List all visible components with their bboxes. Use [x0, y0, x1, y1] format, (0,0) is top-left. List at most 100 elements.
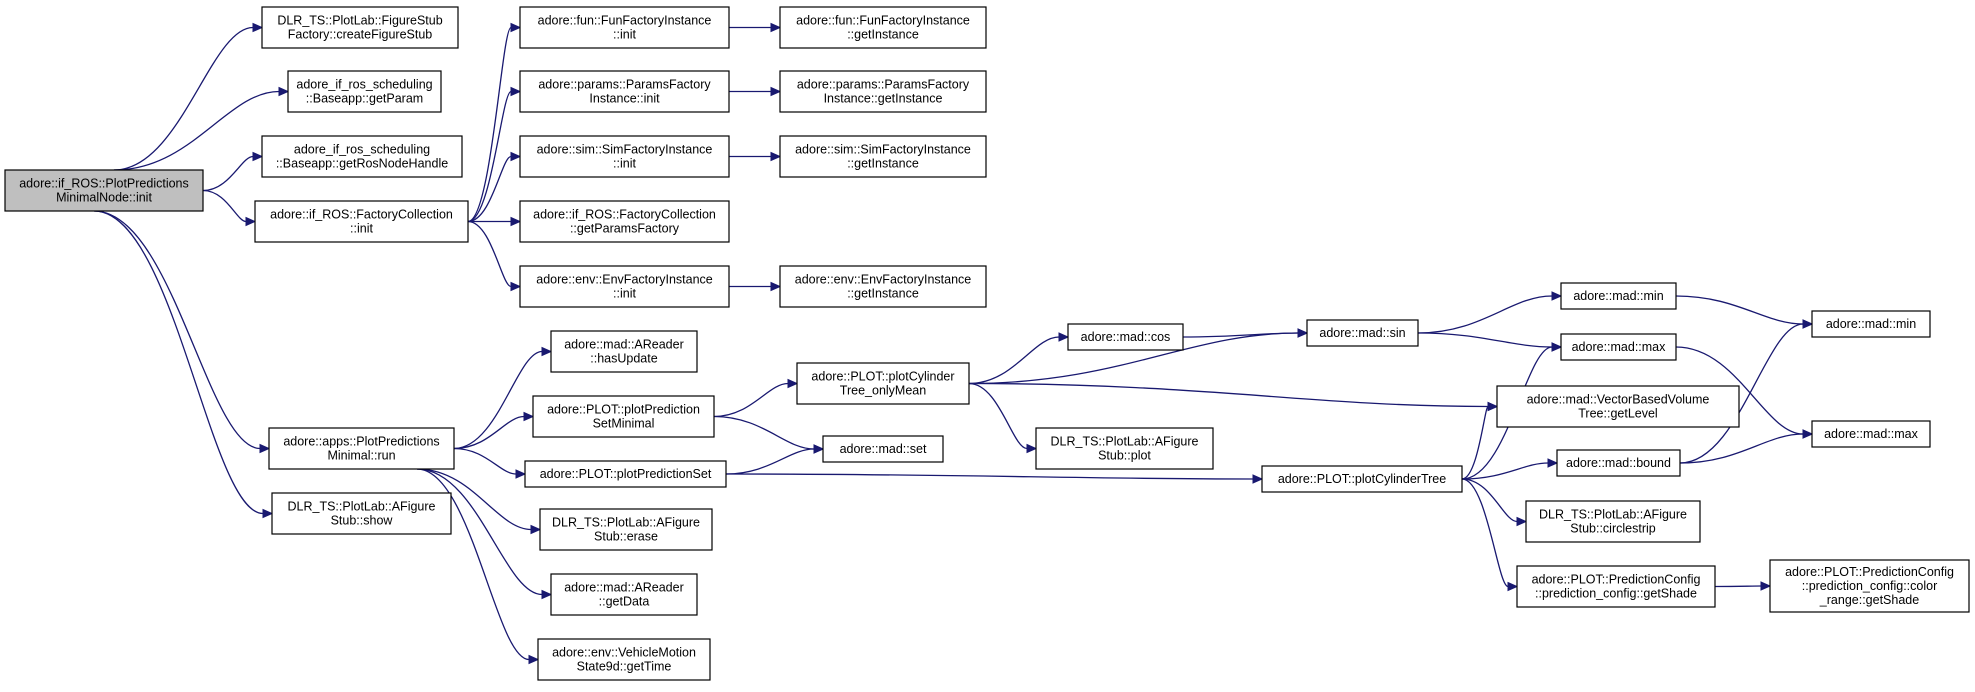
node-label: adore::mad::bound [1566, 456, 1671, 470]
function-node[interactable]: adore::mad::min [1560, 282, 1677, 310]
call-edge [729, 22, 782, 33]
node-box [532, 395, 715, 438]
edge-line [1417, 295, 1553, 334]
function-node[interactable]: adore::mad::max [1560, 333, 1677, 361]
function-node[interactable]: DLR_TS::PlotLab::AFigureStub::circlestri… [1525, 500, 1701, 543]
node-box [1496, 385, 1740, 428]
function-node[interactable]: adore::if_ROS::FactoryCollection::init [254, 200, 469, 243]
function-node[interactable]: adore::PLOT::plotCylinderTree_onlyMean [796, 362, 970, 405]
node-label: adore::mad::min [1826, 317, 1916, 331]
node-box [1035, 427, 1214, 470]
node-label: ::init [613, 28, 636, 42]
call-edge [968, 382, 1038, 454]
node-label: SetMinimal [593, 417, 655, 431]
function-node[interactable]: adore::if_ROS::FactoryCollection::getPar… [519, 200, 730, 243]
node-label: adore::PLOT::plotCylinderTree [1278, 472, 1446, 486]
arrowhead-icon [252, 151, 264, 162]
node-box [519, 200, 730, 243]
call-edge [453, 411, 535, 450]
call-edge [467, 220, 522, 292]
function-node[interactable]: adore::mad::set [822, 435, 944, 463]
function-node[interactable]: adore::mad::min [1811, 310, 1931, 338]
function-node[interactable]: adore::env::EnvFactoryInstance::getInsta… [779, 265, 987, 308]
edge-line [94, 210, 261, 450]
node-label: adore::PLOT::plotPredictionSet [540, 467, 712, 481]
node-label: DLR_TS::PlotLab::AFigure [1539, 508, 1687, 522]
node-label: ::prediction_config::getShade [1535, 587, 1697, 601]
call-edge [1417, 291, 1563, 334]
node-label: DLR_TS::PlotLab::AFigure [552, 516, 700, 530]
edge-line [1679, 323, 1804, 464]
arrowhead-icon [510, 281, 522, 292]
node-label: adore::PLOT::plotCylinder [811, 370, 954, 384]
function-node[interactable]: adore_if_ros_scheduling::Baseapp::getRos… [261, 135, 463, 178]
node-box [1811, 310, 1931, 338]
arrowhead-icon [1551, 291, 1563, 301]
function-node[interactable]: adore::mad::AReader::getData [550, 573, 698, 616]
call-edge [416, 468, 540, 665]
edge-line [968, 382, 1489, 408]
function-node[interactable]: adore::params::ParamsFactoryInstance::ge… [779, 70, 987, 113]
node-label: adore::env::EnvFactoryInstance [536, 273, 713, 287]
node-label: Stub::erase [594, 530, 658, 544]
edge-line [1675, 346, 1804, 435]
node-label: adore::sim::SimFactoryInstance [795, 143, 971, 157]
function-node[interactable]: adore::params::ParamsFactoryInstance::in… [519, 70, 730, 113]
function-node[interactable]: adore::mad::cos [1067, 323, 1184, 351]
function-node[interactable]: adore::fun::FunFactoryInstance::init [519, 6, 730, 49]
arrowhead-icon [813, 444, 825, 454]
function-node[interactable]: adore::PLOT::plotPredictionSet [524, 460, 727, 488]
node-label: adore::mad::AReader [564, 338, 684, 352]
function-node[interactable]: adore::mad::max [1811, 420, 1931, 448]
function-node[interactable]: adore_if_ros_scheduling::Baseapp::getPar… [287, 70, 442, 113]
function-node[interactable]: DLR_TS::PlotLab::FigureStubFactory::crea… [261, 6, 459, 49]
function-node[interactable]: adore::mad::VectorBasedVolumeTree::getLe… [1496, 385, 1740, 428]
function-node[interactable]: adore::fun::FunFactoryInstance::getInsta… [779, 6, 987, 49]
node-box [1261, 465, 1463, 493]
arrowhead-icon [541, 346, 553, 357]
function-node[interactable]: adore::mad::AReader::hasUpdate [550, 330, 698, 373]
function-node[interactable]: adore::mad::bound [1556, 449, 1681, 477]
edge-line [725, 473, 1254, 480]
function-node[interactable]: adore::env::EnvFactoryInstance::init [519, 265, 730, 308]
function-node[interactable]: adore::PLOT::PredictionConfig::predictio… [1516, 565, 1716, 608]
arrowhead-icon [1547, 458, 1559, 468]
node-box [539, 508, 713, 551]
function-node[interactable]: adore::sim::SimFactoryInstance::init [519, 135, 730, 178]
call-edge [94, 210, 274, 519]
node-box [268, 427, 455, 470]
node-box [519, 135, 730, 178]
node-label: ::getParamsFactory [570, 222, 680, 236]
arrowhead-icon [278, 86, 290, 97]
arrowhead-icon [1802, 319, 1814, 329]
node-label: ::getInstance [847, 28, 919, 42]
call-edge [1461, 458, 1559, 480]
function-node[interactable]: adore::PLOT::plotCylinderTree [1261, 465, 1463, 493]
call-edge [468, 216, 522, 227]
function-node[interactable]: adore::PLOT::PredictionConfig::predictio… [1769, 559, 1970, 613]
call-edge [1461, 478, 1519, 592]
node-label: ::getData [599, 595, 650, 609]
edge-line [453, 415, 525, 450]
edge-line [467, 90, 512, 223]
arrowhead-icon [1487, 401, 1499, 412]
function-node[interactable]: adore::mad::sin [1306, 319, 1419, 347]
call-edge [467, 86, 522, 223]
arrowhead-icon [1507, 581, 1519, 592]
arrowhead-icon [528, 654, 540, 665]
node-label: Minimal::run [327, 449, 395, 463]
call-edge [1675, 295, 1814, 329]
call-edge [1679, 319, 1814, 464]
function-node[interactable]: adore::env::VehicleMotionState9d::getTim… [537, 638, 711, 681]
node-label: ::getInstance [847, 157, 919, 171]
function-node[interactable]: adore::sim::SimFactoryInstance::getInsta… [779, 135, 987, 178]
arrowhead-icon [1058, 332, 1070, 342]
node-label: adore::apps::PlotPredictions [283, 435, 439, 449]
edge-line [1714, 585, 1762, 588]
root-function-node[interactable]: adore::if_ROS::PlotPredictionsMinimalNod… [4, 169, 204, 212]
